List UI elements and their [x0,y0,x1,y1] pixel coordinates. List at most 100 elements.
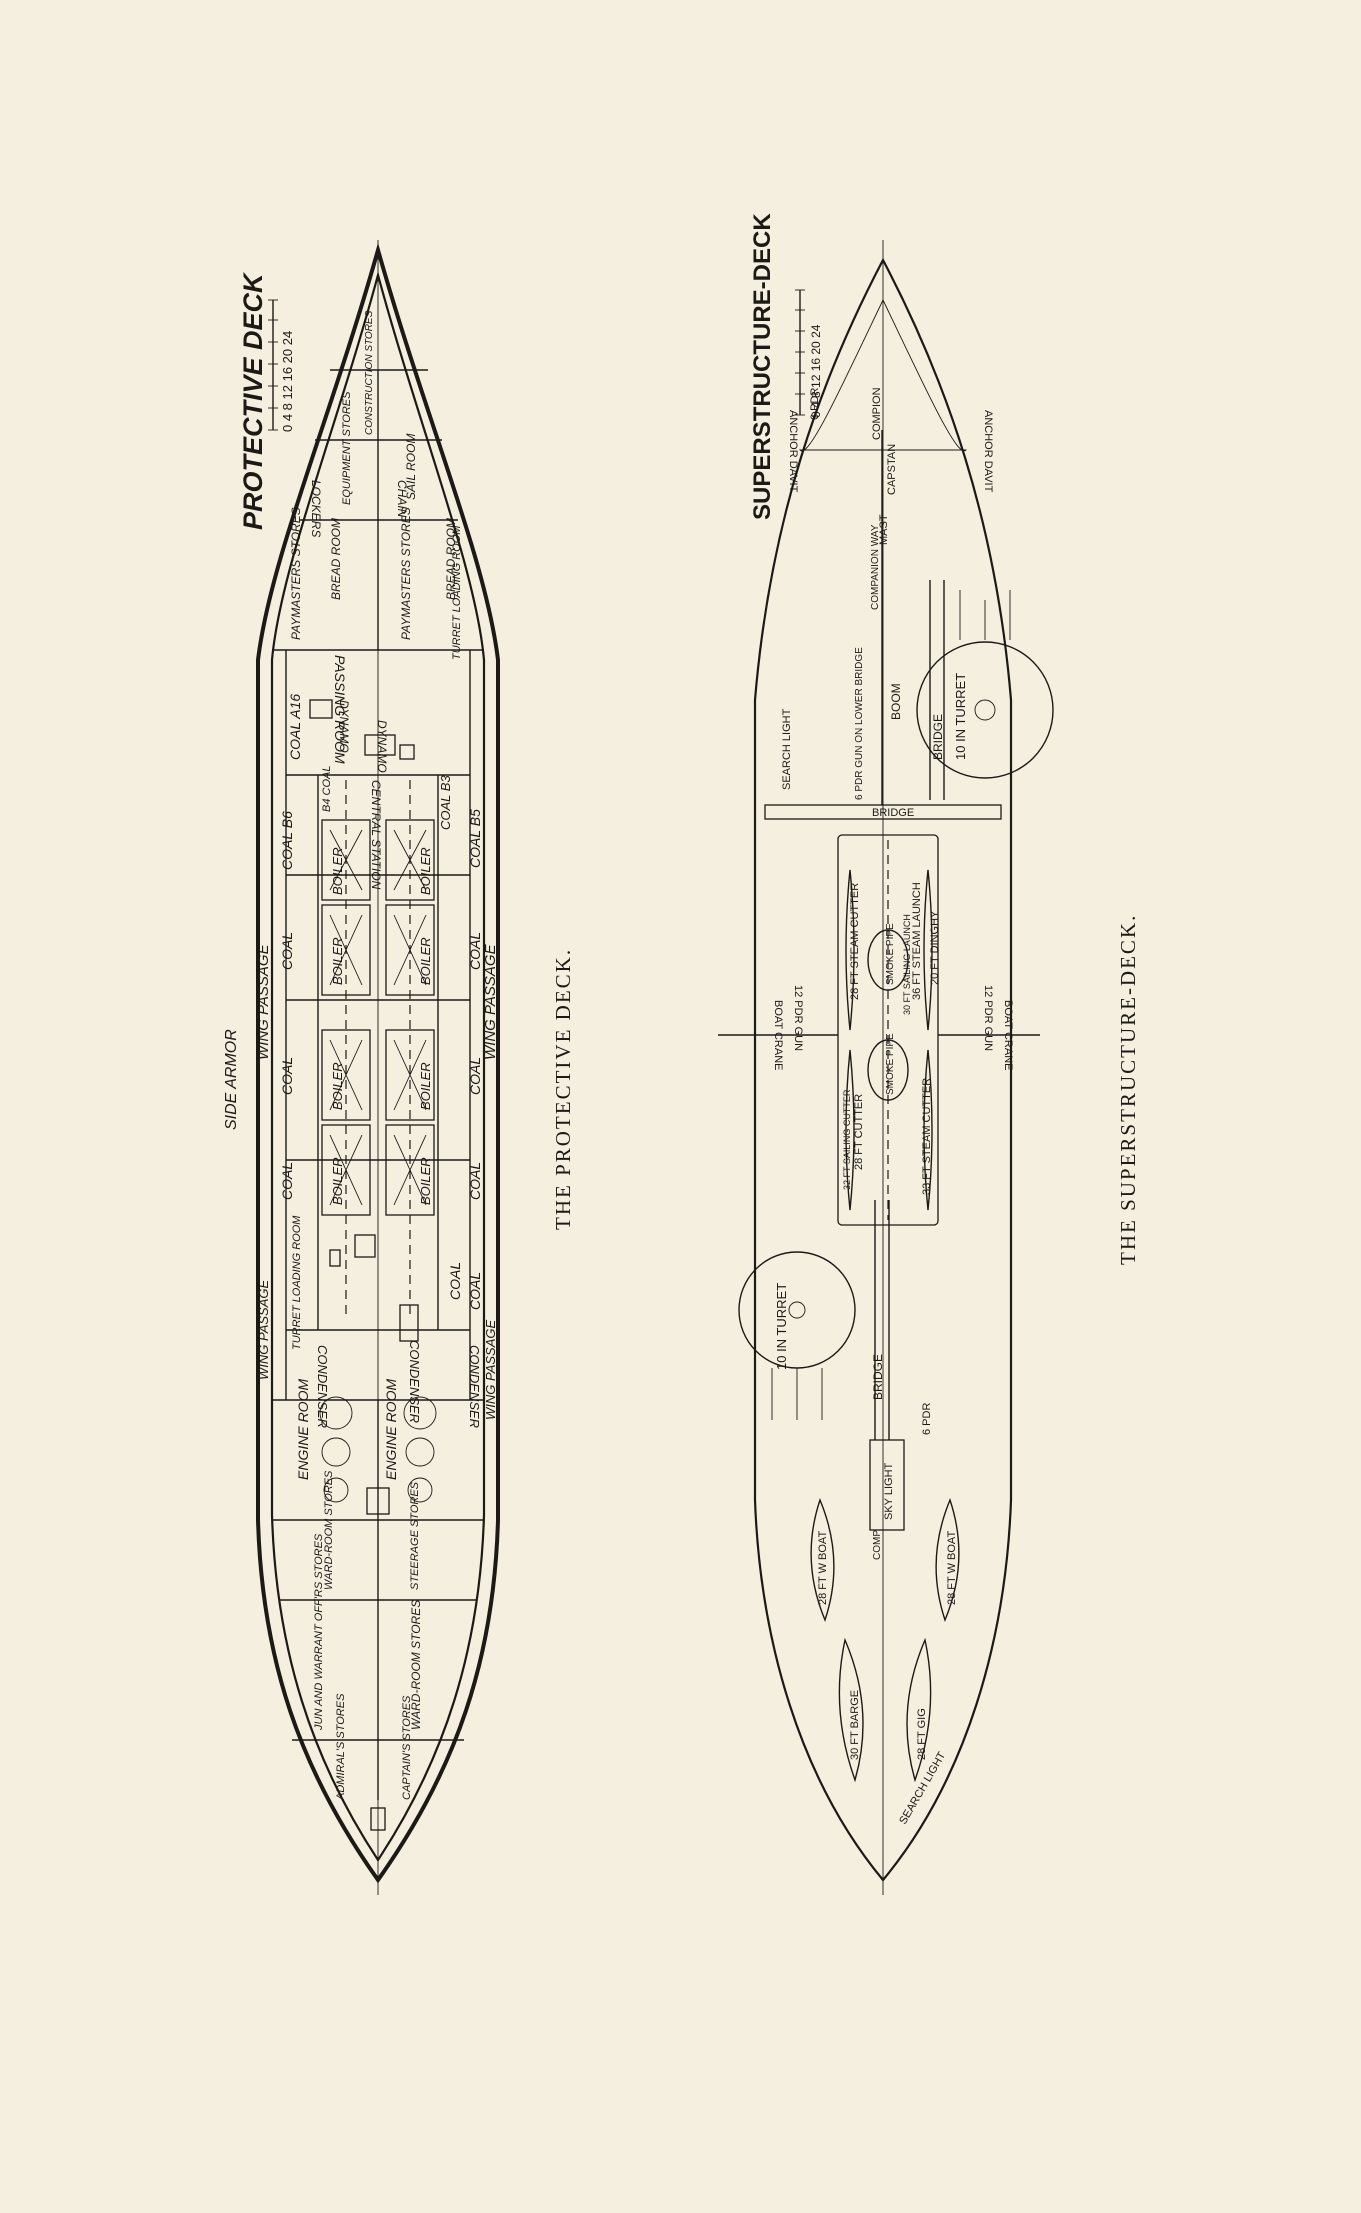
steam-cutter-28-label: 28 FT STEAM CUTTER [849,883,861,1000]
search-light-aft-label: SEARCH LIGHT [897,1750,948,1827]
superstructure-deck-caption: THE SUPERSTRUCTURE-DECK. [1116,914,1140,1265]
search-light-fwd-label: SEARCH LIGHT [781,708,793,790]
pdr-label-aft: 6 PDR [921,1403,933,1435]
coal-b6-label: COAL B6 [279,811,295,870]
wing-passage-label-upper: WING PASSAGE [255,943,272,1060]
sailing-cutter-label: 32 FT SAILING CUTTER [842,1089,852,1190]
boiler-label-6: BOILER [418,937,433,985]
bridge-label-aft: BRIDGE [871,1354,885,1400]
coal-label-6: COAL [467,1162,483,1200]
boat-crane-label-upper: BOAT CRANE [772,1000,784,1071]
dynamo-label-1: DYNAMO [337,700,351,753]
turret-fwd-label: 10 IN TURRET [953,673,968,760]
anchor-davit-label-1: ANCHOR DAVIT [787,410,799,493]
wing-passage-label-lower-2: WING PASSAGE [483,1320,498,1420]
jun-warrant-stores-label: JUN AND WARRANT OFF'RS STORES [313,1533,325,1731]
captains-stores-label: CAPTAIN'S STORES [401,1695,413,1800]
bridge-label-fwd: BRIDGE [872,807,914,819]
boiler-label-1: BOILER [330,847,345,895]
coal-label-1: COAL [279,932,295,970]
condenser-label-2: CONDENSER [407,1340,422,1423]
pdr-gun-lower-bridge-label: 6 PDR GUN ON LOWER BRIDGE [854,647,865,800]
condenser-label-1: CONDENSER [315,1345,330,1428]
turret-loading-room-aft: TURRET LOADING ROOM [291,1215,303,1350]
equipment-stores-label: EQUIPMENT STORES [341,391,353,505]
smoke-pipe-label-2: SMOKE PIPE [885,1033,896,1095]
paymasters-stores-aft: PAYMASTERS STORES [399,507,413,640]
sky-light-label: SKY LIGHT [883,1462,895,1520]
protective-scale-bar: 0 4 8 12 16 20 24 [268,299,295,432]
bridge-label-side: BRIDGE [931,714,945,760]
gun-12-lower-label: 12 PDR GUN [982,985,994,1051]
gig-label: 28 FT GIG [916,1708,928,1760]
turret-fwd [916,641,1054,779]
coal-label-4: COAL [467,932,483,970]
turret-aft-label: 10 IN TURRET [774,1283,789,1370]
boiler-label-3: BOILER [330,1062,345,1110]
boom-label: BOOM [889,683,903,720]
construction-stores-label: CONSTRUCTION STORES [364,310,375,435]
wing-passage-label-upper-2: WING PASSAGE [256,1280,271,1380]
wboat-upper-label: 28 FT W BOAT [817,1531,829,1605]
ward-room-stores-aft-label: WARD-ROOM STORES [409,1600,423,1730]
coal-b4-label: B4 COAL [321,766,333,812]
passing-room-label: PASSING ROOM [332,655,348,764]
capstan-label: CAPSTAN [886,444,898,495]
steam-cutter-33-label: 33 FT STEAM CUTTER [921,1078,933,1195]
superstructure-scale-label: 0 4 8 12 16 20 24 [809,324,823,418]
coal-label-3: COAL [279,1162,295,1200]
protective-deck-caption: THE PROTECTIVE DECK. [551,948,575,1230]
admirals-stores-label: ADMIRAL'S STORES [335,1693,347,1801]
steam-launch-label: 36 FT STEAM LAUNCH [911,882,923,1000]
side-armor-label: SIDE ARMOR [223,1029,240,1130]
superstructure-deck-title: SUPERSTRUCTURE-DECK [749,213,776,520]
lockers-label: LOCKERS [309,480,323,537]
condenser-label-3: CONDENSER [467,1345,482,1428]
coal-label-5: COAL [467,1057,483,1095]
chain-label: CHAIN [395,480,409,518]
boiler-label-4: BOILER [330,1157,345,1205]
protective-scale-label: 0 4 8 12 16 20 24 [280,331,295,432]
dynamo-label-2: DYNAMO [375,720,389,773]
barge-label: 30 FT BARGE [849,1690,861,1760]
coal-a16-label: COAL A16 [287,694,303,760]
wing-passage-label-lower: WING PASSAGE [482,943,499,1060]
turret-loading-room-fwd: TURRET LOADING ROOM [451,525,463,660]
boat-crane-label-lower: BOAT CRANE [1002,1000,1014,1071]
bread-room-label-2: BREAD ROOM [444,518,458,600]
protective-deck-diagram: PROTECTIVE DECK 0 4 8 12 16 20 24 SIDE A… [223,240,575,1895]
coal-label-7: COAL [467,1272,483,1310]
anchor-davit-label-2: ANCHOR DAVIT [982,410,994,493]
central-station-label: CENTRAL STATION [369,780,383,890]
engine-room-label-2: ENGINE ROOM [383,1379,399,1480]
cutter-28-label: 28 FT CUTTER [853,1094,865,1170]
mast-label: MAST [878,514,890,545]
superstructure-deck-diagram: SUPERSTRUCTURE-DECK 0 4 8 12 16 20 24 10… [718,213,1140,1895]
coal-label-2: COAL [279,1057,295,1095]
paymasters-stores-fwd: PAYMASTERS STORES [289,507,303,640]
coal-label-8: COAL [447,1262,463,1300]
pdr-label-fwd: 6 PDR [809,388,821,420]
companion-way-label: COMPANION WAY [870,524,881,610]
ward-room-stores-label: WARD-ROOM STORES [323,1470,335,1590]
sailing-launch-label: 30 FT SAILING LAUNCH [902,914,912,1015]
boiler-label-5: BOILER [418,847,433,895]
gun-12-upper-label: 12 PDR GUN [792,985,804,1051]
compion-label: COMPION [871,387,883,440]
engine-room-label-1: ENGINE ROOM [295,1379,311,1480]
boiler-label-2: BOILER [330,937,345,985]
coal-b3-label: COAL B3 [438,775,453,830]
coal-b5-label: COAL B5 [467,809,483,868]
protective-deck-title: PROTECTIVE DECK [238,271,268,530]
boiler-group [321,780,435,1320]
steerage-stores-label: STEERAGE STORES [409,1481,421,1590]
wboat-lower-label: 28 FT W BOAT [946,1531,958,1605]
boiler-label-7: BOILER [418,1062,433,1110]
dinghy-label: 20 FT DINGHY [929,910,941,985]
superstructure-scale-bar: 0 4 8 12 16 20 24 [795,289,823,418]
bread-room-label: BREAD ROOM [329,518,343,600]
smoke-pipe-label-1: SMOKE PIPE [885,923,896,985]
comp-label: COMP [872,1530,883,1560]
sail-room-label: SAIL ROOM [404,434,418,500]
